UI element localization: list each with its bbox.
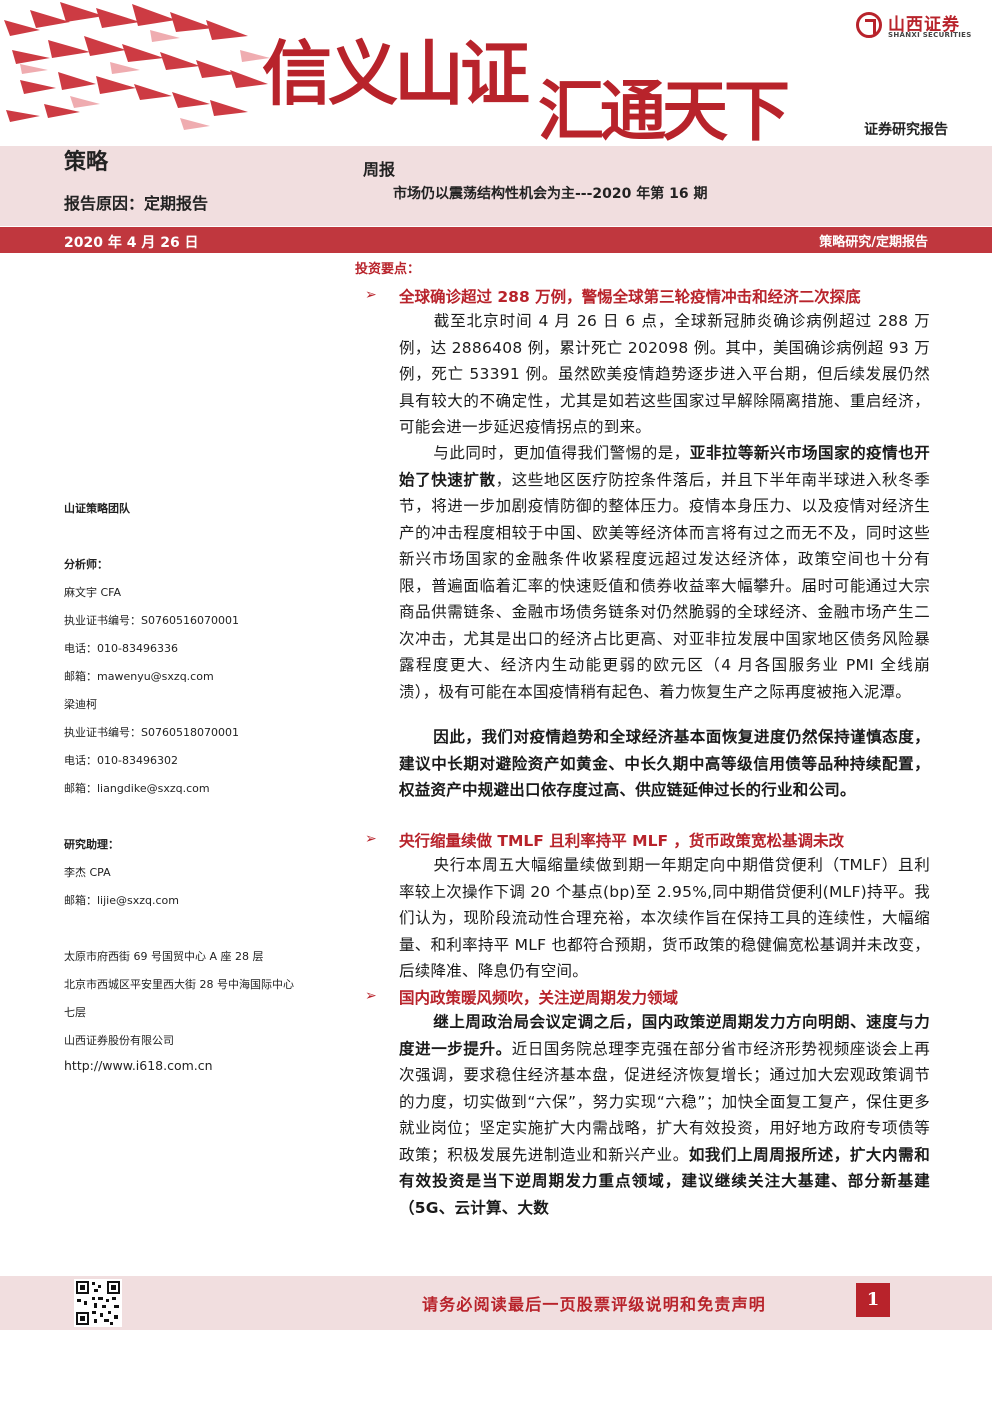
bullet-icon: ➢	[365, 988, 377, 1004]
section3-heading: 国内政策暖风频吹，关注逆周期发力领域	[399, 989, 679, 1007]
report-header: 信义山证 汇通天下 山西证券 SHANXI SECURITIES 证券研究报告	[0, 0, 992, 150]
section1-paragraph2: 与此同时，更加值得我们警惕的是，亚非拉等新兴市场国家的疫情也开始了快速扩散，这些…	[399, 444, 930, 701]
analyst2-phone: 电话：010-83496302	[64, 754, 178, 767]
report-subtitle: 市场仍以震荡结构性机会为主---2020 年第 16 期	[393, 186, 708, 202]
analyst2-name: 梁迪柯	[64, 698, 97, 711]
company-logo: 山西证券 SHANXI SECURITIES	[856, 10, 986, 44]
analyst1-cert: 执业证书编号：S0760516070001	[64, 614, 239, 627]
section1-heading: 全球确诊超过 288 万例，警惕全球第三轮疫情冲击和经济二次探底	[399, 288, 861, 306]
section3-paragraph1: 继上周政治局会议定调之后，国内政策逆周期发力方向明朗、速度与力度进一步提升。近日…	[399, 1013, 930, 1217]
slogan-part1: 信义山证	[262, 32, 530, 115]
section2-paragraph1: 央行本周五大幅缩量续做到期一年期定向中期借贷便利（TMLF）且利率较上次操作下调…	[399, 856, 930, 980]
company-name: 山西证券股份有限公司	[64, 1034, 174, 1047]
address-taiyuan: 太原市府西街 69 号国贸中心 A 座 28 层	[64, 950, 264, 963]
analyst1-email[interactable]: 邮箱：mawenyu@sxzq.com	[64, 670, 214, 683]
qr-code-icon	[74, 1279, 122, 1327]
assistant-name: 李杰 CPA	[64, 866, 111, 879]
arrows-graphic	[4, 2, 270, 130]
report-category: 策略	[64, 150, 109, 175]
analyst2-cert: 执业证书编号：S0760518070001	[64, 726, 239, 739]
logo-en-name: SHANXI SECURITIES	[888, 31, 972, 39]
analyst2-email[interactable]: 邮箱：liangdike@sxzq.com	[64, 782, 210, 795]
bullet-icon: ➢	[365, 831, 377, 847]
report-date: 2020 年 4 月 26 日	[64, 235, 199, 251]
title-band	[0, 146, 992, 226]
date-bar: 2020 年 4 月 26 日 策略研究/定期报告	[0, 227, 992, 253]
disclaimer: 请务必阅读最后一页股票评级说明和免责声明	[422, 1295, 767, 1314]
bullet-icon: ➢	[365, 287, 377, 303]
assistant-label: 研究助理：	[64, 838, 119, 851]
section2-heading: 央行缩量续做 TMLF 且利率持平 MLF ，货币政策宽松基调未改	[399, 832, 844, 850]
section1-paragraph3: 因此，我们对疫情趋势和全球经济基本面恢复进度仍然保持谨慎态度，建议中长期对避险资…	[399, 728, 930, 799]
team-name: 山证策略团队	[64, 502, 130, 515]
logo-mark-icon	[856, 12, 882, 38]
report-weekly: 周报	[363, 160, 396, 179]
analyst-label: 分析师：	[64, 558, 108, 571]
analyst1-name: 麻文宇 CFA	[64, 586, 122, 599]
key-points-title: 投资要点：	[355, 262, 421, 277]
section1-paragraph1: 截至北京时间 4 月 26 日 6 点，全球新冠肺炎确诊病例超过 288 万例，…	[399, 312, 930, 436]
footer-band	[0, 1276, 992, 1330]
address-beijing: 北京市西城区平安里西大街 28 号中海国际中心	[64, 978, 294, 991]
report-type: 证券研究报告	[864, 122, 948, 138]
slogan-part2: 汇通天下	[538, 72, 790, 150]
page-number: 1	[856, 1283, 890, 1317]
assistant-email[interactable]: 邮箱：lijie@sxzq.com	[64, 894, 179, 907]
address-beijing-floor: 七层	[64, 1006, 86, 1019]
analyst1-phone: 电话：010-83496336	[64, 642, 178, 655]
report-section-label: 策略研究/定期报告	[819, 235, 928, 250]
logo-cn-name: 山西证券	[888, 15, 960, 35]
company-website[interactable]: http://www.i618.com.cn	[64, 1058, 213, 1073]
report-reason: 报告原因：定期报告	[64, 194, 209, 213]
